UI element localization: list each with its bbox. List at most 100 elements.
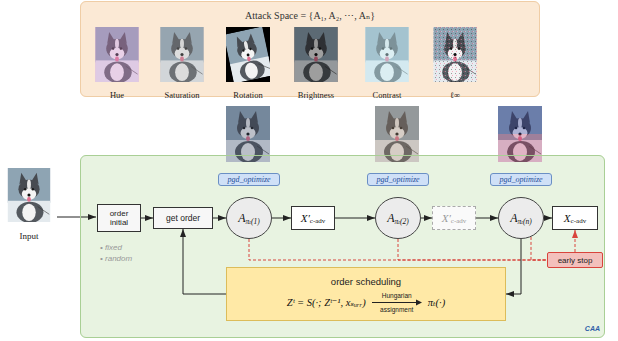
dog-image	[365, 27, 408, 83]
thumbnail	[433, 27, 477, 83]
attack-node: Aπₜ(n)	[498, 197, 544, 239]
dog-image	[226, 27, 270, 82]
data-box-dashed: X′c-adv	[432, 206, 476, 230]
dog-image	[294, 27, 337, 83]
process-box: order initial	[97, 204, 141, 232]
panel-ground	[80, 1, 540, 97]
thumbnail	[365, 27, 409, 83]
early-stop-link	[249, 239, 547, 260]
flow-arrow	[272, 218, 291, 219]
label-holder: Hue	[110, 84, 124, 102]
thumbnail	[226, 27, 270, 82]
text-holder: pgd_optimize	[227, 175, 270, 184]
text-holder: Xc-adv	[564, 212, 586, 224]
label-holder: Saturation	[165, 84, 200, 102]
flow-arrow	[335, 218, 375, 219]
text-holder: X′c-adv	[442, 212, 467, 224]
arrow-label: assignment	[380, 306, 413, 313]
scheduling-box: order scheduling Zᵗ = S(·; Zᵗ⁻¹, xₛᵤᵣᵣ) Hu…	[226, 267, 506, 321]
method-tag: pgd_optimize	[218, 173, 280, 186]
arrow-label: Hungarian	[382, 292, 412, 299]
attack-name: ℓ∞	[450, 90, 460, 100]
attack-name: Hue	[110, 90, 124, 100]
early-stop-link	[531, 237, 547, 260]
hue-tint	[95, 27, 139, 82]
arrow-column: Hungarian assignment	[371, 292, 423, 313]
subscript: πₜ(n)	[517, 217, 531, 226]
flow-arrow	[183, 229, 226, 294]
text-holder: CAA	[585, 317, 600, 335]
flow-arrow	[213, 218, 226, 219]
method-tag: pgd_optimize	[367, 173, 429, 186]
subscript: c-adv	[571, 217, 587, 225]
contrast-tint	[365, 27, 409, 82]
attack-name: Rotation	[233, 90, 262, 100]
input-arrow	[57, 217, 96, 218]
early-stop-link	[575, 230, 576, 252]
arrow-head	[416, 299, 422, 305]
flow-arrow	[141, 218, 153, 219]
text-holder: early stop	[558, 256, 593, 265]
formula: Zᵗ = S(·; Zᵗ⁻¹, xₛᵤᵣᵣ)	[287, 296, 366, 308]
subscript: c-adv	[451, 217, 467, 225]
text-holder: get order	[166, 213, 200, 223]
node-label: X′	[442, 212, 451, 224]
node-label: X	[564, 212, 571, 224]
formula-row: Zᵗ = S(·; Zᵗ⁻¹, xₛᵤᵣᵣ) Hungarian assignmen…	[287, 292, 445, 313]
attack-node: Aπₜ(2)	[375, 197, 421, 239]
subscript: c-adv	[310, 217, 326, 225]
image-caption: Input	[20, 231, 39, 241]
subscript: πₜ(1)	[245, 217, 259, 226]
box-heading: order scheduling	[331, 276, 401, 287]
attack-name: Saturation	[165, 90, 200, 100]
attack-node: Aπₜ(1)	[226, 197, 272, 239]
formula: πₜ(·)	[428, 296, 445, 308]
panel-title: Attack Space = {A₁, A₂, ⋯, Aₙ}	[245, 10, 375, 21]
option-note: • fixed	[100, 243, 122, 252]
dog-image	[160, 27, 203, 83]
text-holder: Aπₜ(2)	[387, 211, 409, 226]
attack-name: Contrast	[373, 90, 402, 100]
attack-space-panel: Attack Space = {A₁, A₂, ⋯, Aₙ}	[80, 1, 540, 97]
label-holder: Input	[20, 225, 39, 243]
ellipse-shape	[376, 198, 421, 239]
image-tint	[498, 106, 542, 134]
text-holder: X′c-adv	[301, 212, 326, 224]
image-tint	[226, 106, 270, 162]
dog-image	[8, 168, 50, 223]
node-label: pgd_optimize	[499, 175, 542, 184]
image-tint	[375, 106, 419, 162]
node-label: pgd_optimize	[227, 175, 270, 184]
process-box: get order	[153, 207, 213, 229]
label-holder: Contrast	[373, 84, 402, 102]
early-stop-box: early stop	[547, 252, 603, 268]
label-holder: • fixed	[100, 236, 122, 254]
text-holder: Aπₜ(1)	[238, 211, 260, 226]
saturation-tint	[160, 27, 204, 82]
node-label: get order	[166, 213, 200, 223]
label-holder: ℓ∞	[450, 84, 460, 102]
text-holder: order initial	[101, 209, 137, 227]
flow-arrow	[544, 218, 552, 219]
brightness-tint	[294, 27, 338, 82]
node-label: order initial	[101, 209, 137, 227]
label-holder: Brightness	[298, 84, 334, 102]
subscript: πₜ(2)	[394, 217, 408, 226]
ellipse-shape	[499, 198, 544, 239]
node-label: A	[387, 211, 394, 226]
panel-ground	[80, 155, 605, 338]
method-tag: pgd_optimize	[490, 173, 552, 186]
text-holder: Attack Space = {A₁, A₂, ⋯, Aₙ}	[81, 5, 539, 23]
node-label: A	[238, 211, 245, 226]
thumbnail	[95, 27, 139, 83]
text-holder: Aπₜ(n)	[510, 211, 532, 226]
data-box: X′c-adv	[291, 206, 335, 230]
thumbnail	[294, 27, 338, 83]
text-holder: pgd_optimize	[376, 175, 419, 184]
flow-arrow	[506, 239, 521, 294]
input-image	[8, 168, 50, 223]
node-label: early stop	[558, 256, 593, 265]
image-tint	[498, 134, 542, 162]
text-holder: pgd_optimize	[499, 175, 542, 184]
